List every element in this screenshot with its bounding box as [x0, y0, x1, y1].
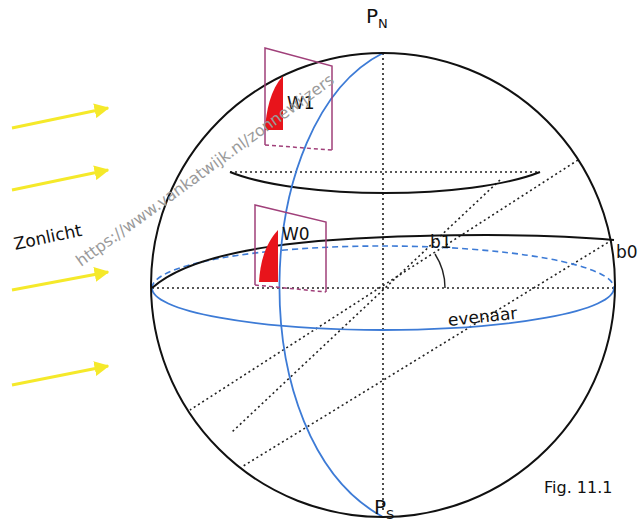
equator-front [152, 288, 614, 330]
small-circle [230, 172, 540, 193]
angle-label: b1 [430, 234, 452, 251]
sphere-outline [151, 53, 615, 517]
figure-number: Fig. 11.1 [544, 480, 612, 496]
equator-back [152, 246, 614, 288]
circle-b0 [152, 235, 614, 288]
sundial-label: W0 [282, 226, 310, 243]
construction-lines [152, 53, 614, 510]
sunlight-label: Zonlicht [12, 222, 83, 253]
equator-label: evenaar [447, 305, 518, 329]
circle-label: b0 [616, 244, 638, 261]
gnomon-w0 [259, 230, 278, 282]
pole-label: PS [374, 497, 394, 521]
meridian [279, 53, 383, 517]
pole-label: PN [366, 6, 388, 30]
angle-arc [435, 254, 445, 288]
